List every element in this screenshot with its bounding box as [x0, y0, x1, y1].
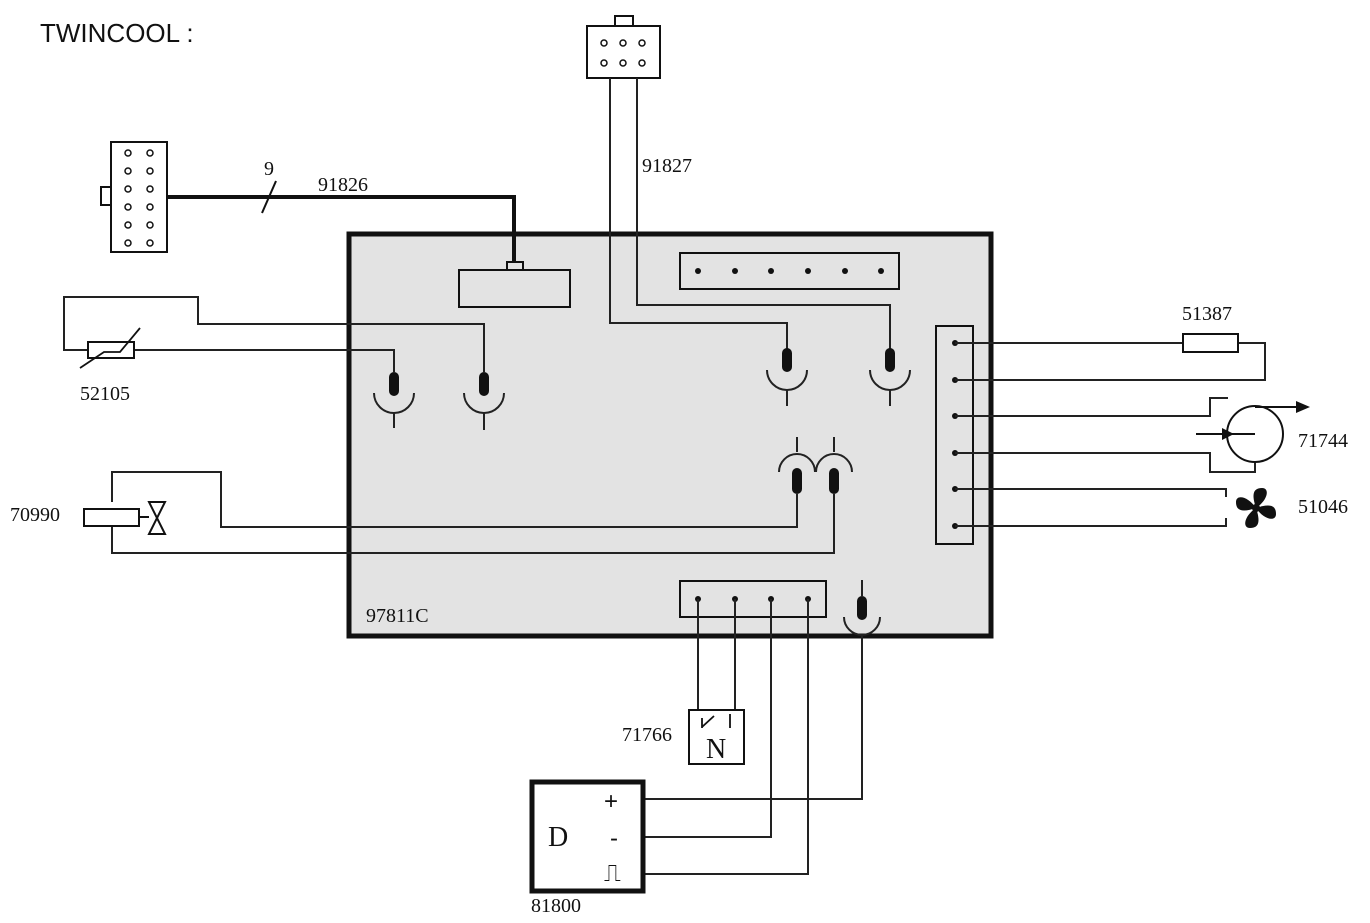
- wire-count-label: 9: [264, 158, 274, 180]
- pump-inlet-arrowhead: [1222, 428, 1234, 440]
- driver-pulse: ⎍: [604, 860, 621, 887]
- diagram-title: TWINCOOL :: [40, 18, 194, 48]
- harness-top-wire-b: [636, 78, 891, 350]
- spade-terminal-valve-2: [815, 437, 853, 494]
- driver-box: [529, 779, 646, 894]
- pump-wire: [955, 397, 1256, 473]
- fan-label: 51046: [1298, 496, 1348, 518]
- top-connector-6pin: [586, 15, 661, 79]
- wire-count-slash: [261, 180, 277, 214]
- sensor-label: 52105: [80, 383, 130, 405]
- spade-terminal-valve-1: [778, 437, 816, 494]
- fuse-wire: [955, 342, 1266, 381]
- fan-wire: [955, 488, 1227, 527]
- switch-symbol: N: [706, 734, 726, 765]
- driver-plus: +: [604, 788, 618, 815]
- driver-minus: -: [610, 825, 618, 852]
- board-main-socket-key: [506, 261, 524, 271]
- sensor-wire-out: [134, 349, 395, 372]
- board-header-top: [679, 252, 900, 290]
- harness-main-wire: [167, 195, 516, 266]
- valve-label: 70990: [10, 504, 60, 526]
- spade-terminal-harness-2: [869, 348, 911, 406]
- board-header-top-pins: [695, 268, 884, 274]
- board-header-bottom: [679, 580, 827, 618]
- driver-wire-plus: [644, 636, 863, 800]
- control-board: [346, 231, 994, 639]
- driver-letter: D: [548, 822, 568, 853]
- board-header-right: [935, 325, 974, 545]
- valve-wire-1: [111, 471, 798, 528]
- driver-label: 81800: [531, 895, 581, 917]
- harness-top-wire-a: [609, 78, 788, 350]
- thermistor-slash: [79, 327, 141, 369]
- pump-label: 71744: [1298, 430, 1348, 452]
- spade-terminal-driver: [843, 580, 881, 636]
- spade-terminal-sensor-2: [463, 372, 505, 430]
- left-connector-12pin: [100, 141, 168, 253]
- fan-icon: [1236, 488, 1276, 528]
- switch-label: 71766: [622, 724, 672, 746]
- switch-box: [688, 709, 745, 765]
- switch-contact: [701, 714, 731, 728]
- fuse-label: 51387: [1182, 303, 1232, 325]
- harness-main-label: 91826: [318, 174, 368, 196]
- driver-wire-pulse: [644, 599, 809, 875]
- valve-wire-2: [111, 494, 835, 554]
- sensor-wire-loop: [63, 296, 485, 372]
- valve-coil: [83, 508, 140, 527]
- spade-terminal-sensor-1: [373, 372, 415, 428]
- board-label: 97811C: [366, 605, 429, 627]
- fuse-icon: [1182, 333, 1239, 353]
- valve-icon: [147, 501, 167, 535]
- harness-top-label: 91827: [642, 155, 692, 177]
- spade-terminal-harness-1: [766, 348, 808, 406]
- board-main-socket: [458, 269, 571, 308]
- pump-outlet-arrowhead: [1296, 401, 1310, 413]
- driver-wire-minus: [644, 599, 772, 838]
